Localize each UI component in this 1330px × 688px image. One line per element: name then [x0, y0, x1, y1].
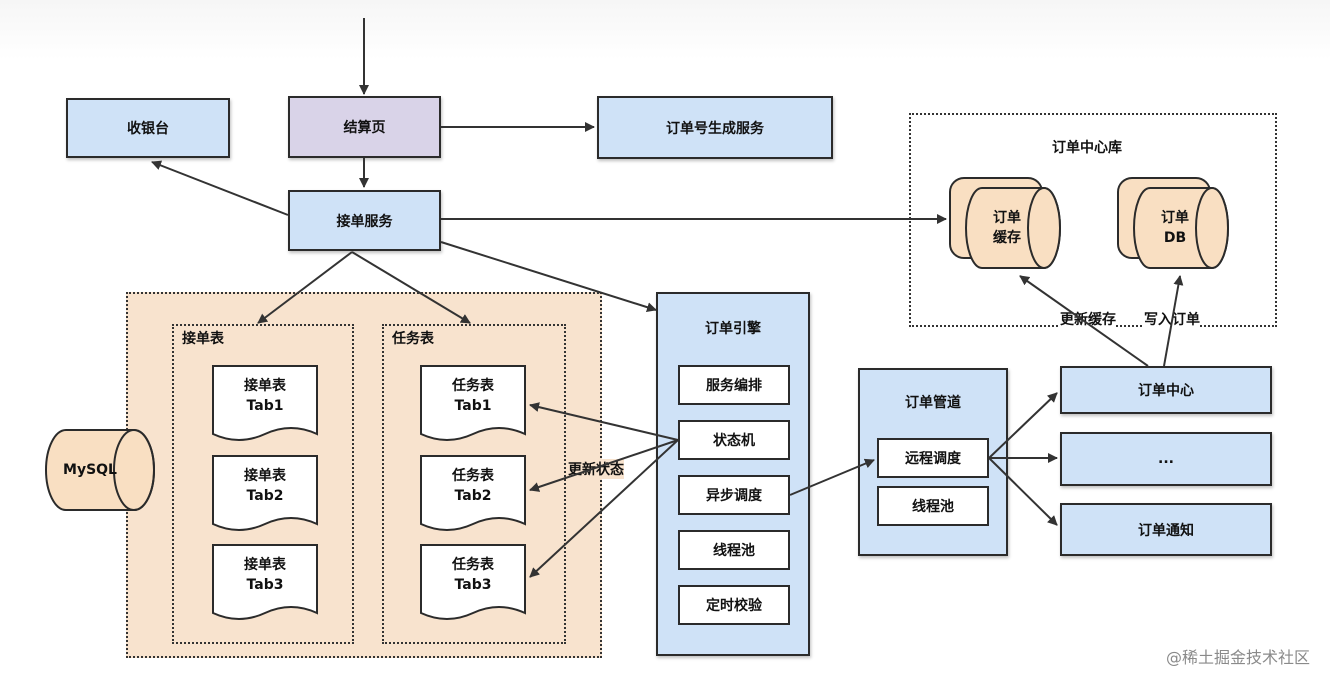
arrow-async-to-remote	[789, 458, 875, 496]
order-db-cylinder[interactable]: 订单 DB	[1116, 176, 1240, 272]
arrow-accept-to-task-table	[351, 251, 471, 324]
order-no-service-box[interactable]: 订单号生成服务	[597, 96, 833, 159]
arrow-accept-to-cashier	[151, 160, 289, 216]
arrow-state-to-tab1	[529, 402, 679, 441]
arrow-accept-to-engine	[440, 241, 657, 313]
accept-tab1-id: Tab1	[246, 398, 284, 414]
arrow-center-to-db	[1163, 275, 1184, 367]
engine-item-async-dispatch[interactable]: 异步调度	[678, 475, 790, 515]
order-cache-line2: 缓存	[993, 230, 1021, 246]
pipeline-item-remote-dispatch[interactable]: 远程调度	[877, 438, 989, 478]
order-cache-cylinder[interactable]: 订单缓存	[948, 176, 1072, 272]
task-tab1-name: 任务表	[452, 378, 494, 394]
order-center-db-title: 订单中心库	[1052, 140, 1122, 156]
engine-item-state-machine[interactable]: 状态机	[678, 420, 790, 460]
task-table-tab1[interactable]: 任务表 Tab1	[419, 364, 527, 444]
task-table-tab3[interactable]: 任务表 Tab3	[419, 543, 527, 623]
task-tab2-name: 任务表	[452, 468, 494, 484]
order-cache-line1: 订单	[993, 210, 1021, 226]
accept-table-tab2[interactable]: 接单表 Tab2	[211, 454, 319, 534]
accept-tab3-id: Tab3	[246, 577, 284, 593]
watermark: @稀土掘金技术社区	[1165, 648, 1310, 667]
arrow-state-to-tab3	[529, 439, 679, 578]
arrow-remote-to-notify	[988, 457, 1058, 526]
arrow-state-to-tab2	[529, 439, 679, 492]
order-db-line1: 订单	[1161, 210, 1189, 226]
arrow-center-to-cache	[1019, 275, 1149, 367]
order-pipeline-title: 订单管道	[905, 395, 961, 411]
task-tab2-id: Tab2	[454, 488, 492, 504]
mysql-cylinder[interactable]: MySQL	[44, 428, 156, 512]
accept-tab1-name: 接单表	[244, 378, 286, 394]
accept-table-tab1[interactable]: 接单表 Tab1	[211, 364, 319, 444]
checkout-box[interactable]: 结算页	[288, 96, 441, 158]
cashier-box[interactable]: 收银台	[66, 98, 230, 158]
order-db-line2: DB	[1163, 230, 1187, 246]
task-tab3-id: Tab3	[454, 577, 492, 593]
task-tab3-name: 任务表	[452, 557, 494, 573]
engine-item-thread-pool[interactable]: 线程池	[678, 530, 790, 570]
accept-table-title: 接单表	[182, 331, 224, 347]
engine-item-service-orchestration[interactable]: 服务编排	[678, 365, 790, 405]
order-accept-service-box[interactable]: 接单服务	[288, 190, 441, 251]
ellipsis-box[interactable]: ...	[1060, 432, 1272, 486]
order-notify-box[interactable]: 订单通知	[1060, 503, 1272, 556]
arrow-accept-to-accept-table	[257, 251, 353, 324]
accept-table-group	[172, 324, 354, 644]
task-table-group	[382, 324, 566, 644]
order-center-box[interactable]: 订单中心	[1060, 366, 1272, 414]
accept-tab2-id: Tab2	[246, 488, 284, 504]
engine-item-scheduled-check[interactable]: 定时校验	[678, 585, 790, 625]
order-engine-title: 订单引擎	[705, 321, 761, 337]
accept-table-tab3[interactable]: 接单表 Tab3	[211, 543, 319, 623]
arrow-remote-to-center	[988, 392, 1058, 459]
accept-tab2-name: 接单表	[244, 468, 286, 484]
task-tab1-id: Tab1	[454, 398, 492, 414]
pipeline-item-thread-pool[interactable]: 线程池	[877, 486, 989, 526]
task-table-tab2[interactable]: 任务表 Tab2	[419, 454, 527, 534]
task-table-title: 任务表	[392, 331, 434, 347]
accept-tab3-name: 接单表	[244, 557, 286, 573]
mysql-label: MySQL	[63, 462, 117, 478]
